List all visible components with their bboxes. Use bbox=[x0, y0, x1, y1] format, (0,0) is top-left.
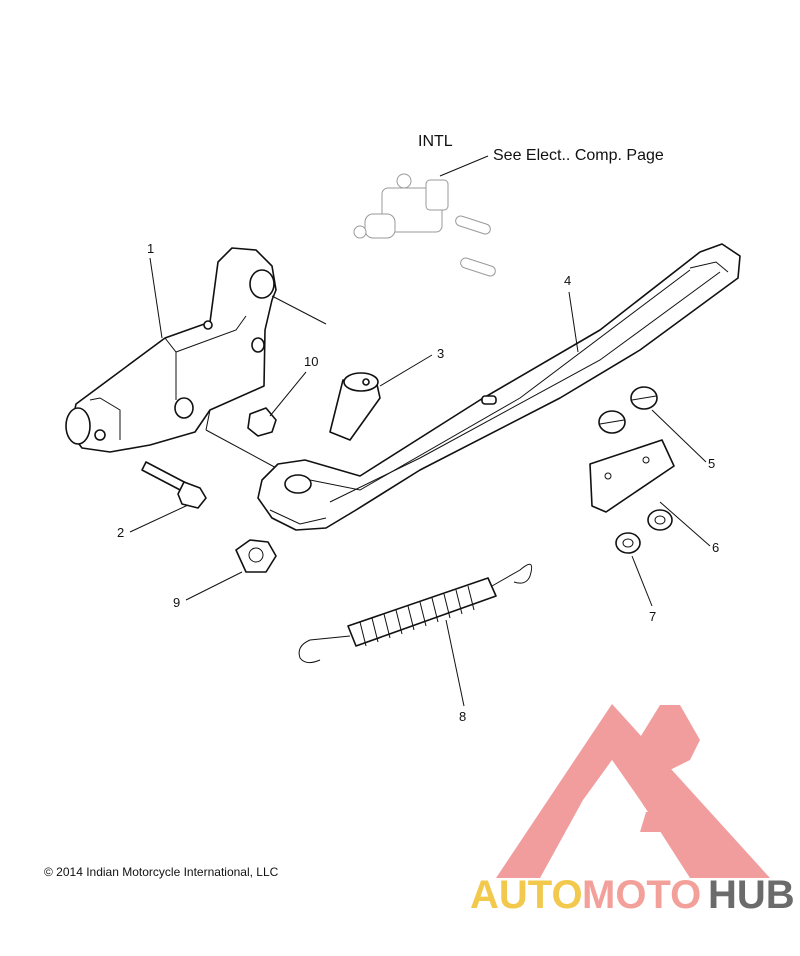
washers-part-7 bbox=[615, 509, 673, 554]
stops-part-5 bbox=[598, 386, 658, 434]
leader-9 bbox=[185, 571, 243, 601]
nut-part-9 bbox=[235, 539, 277, 573]
see-elect-comp-note: See Elect.. Comp. Page bbox=[493, 147, 664, 164]
leader-7 bbox=[631, 555, 653, 607]
copyright-text: © 2014 Indian Motorcycle International, … bbox=[44, 865, 279, 879]
watermark-auto: AUTO bbox=[470, 873, 583, 917]
callout-1: 1 bbox=[147, 241, 154, 256]
leader-4 bbox=[568, 291, 579, 353]
callout-2: 2 bbox=[117, 525, 124, 540]
callout-3: 3 bbox=[437, 346, 444, 361]
fitting-part-10 bbox=[247, 407, 277, 437]
intl-leader-line bbox=[439, 155, 489, 177]
watermark-triangle-outer bbox=[496, 704, 770, 878]
leader-8 bbox=[445, 619, 465, 707]
watermark-moto: MOTO bbox=[582, 873, 701, 917]
plate-part-6 bbox=[589, 439, 675, 513]
leader-5 bbox=[651, 409, 707, 463]
callout-9: 9 bbox=[173, 595, 180, 610]
kickstand-part-4 bbox=[257, 243, 741, 531]
callout-4: 4 bbox=[564, 273, 571, 288]
bracket-part-1 bbox=[65, 247, 327, 471]
watermark-wordmark: AUTO MOTO HUB bbox=[470, 873, 795, 917]
callout-7: 7 bbox=[649, 609, 656, 624]
spring-part-8 bbox=[298, 563, 533, 664]
leader-2 bbox=[129, 504, 189, 533]
pivot-pin-part-3 bbox=[329, 372, 381, 441]
leader-10 bbox=[269, 371, 307, 417]
intl-label: INTL bbox=[418, 133, 453, 150]
callout-8: 8 bbox=[459, 709, 466, 724]
watermark-logo bbox=[496, 704, 770, 878]
bolt-part-2 bbox=[141, 461, 207, 509]
watermark-triangle-inner bbox=[560, 760, 676, 860]
callout-6: 6 bbox=[712, 540, 719, 555]
callout-10: 10 bbox=[304, 354, 318, 369]
intl-switch-ghost bbox=[353, 173, 496, 277]
leader-1 bbox=[149, 257, 163, 339]
leader-6 bbox=[659, 501, 711, 547]
callout-5: 5 bbox=[708, 456, 715, 471]
watermark-hub: HUB bbox=[708, 873, 795, 917]
leader-3 bbox=[379, 354, 433, 387]
